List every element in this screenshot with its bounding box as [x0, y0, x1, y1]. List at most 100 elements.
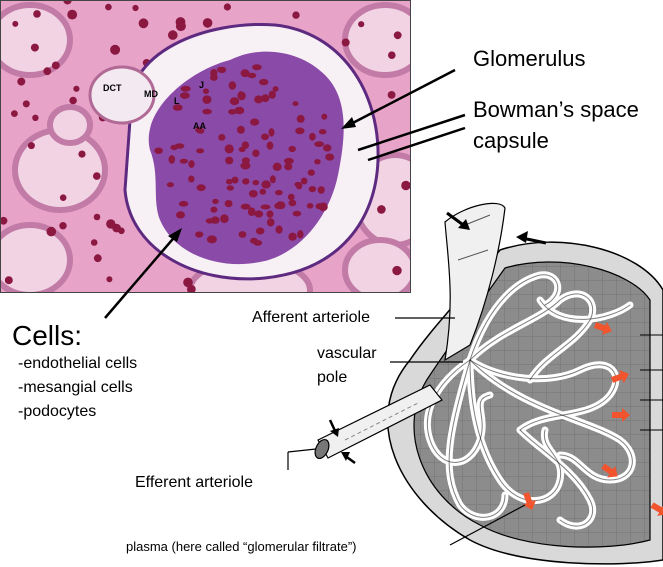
nucleus	[63, 0, 72, 5]
dct-lumen	[88, 65, 156, 125]
nucleus	[393, 31, 402, 40]
label-dct: DCT	[103, 83, 122, 93]
nucleus	[401, 180, 410, 191]
capillary-loop-edge	[469, 293, 594, 381]
nucleus	[196, 148, 205, 154]
nucleus	[255, 227, 265, 235]
plasma-leader	[449, 504, 526, 546]
nucleus	[51, 61, 60, 70]
capillary-loop-edge	[469, 359, 562, 502]
nucleus	[268, 90, 276, 99]
capillary-loop-edge	[469, 274, 559, 361]
nucleus	[254, 210, 264, 218]
nucleus	[69, 96, 77, 105]
nucleus	[306, 203, 314, 209]
nucleus	[180, 85, 191, 92]
nucleus	[268, 128, 275, 137]
nucleus	[30, 43, 39, 52]
nucleus	[226, 185, 234, 191]
plasma-label: plasma (here called “glomerular filtrate…	[126, 539, 357, 554]
nucleus	[27, 142, 35, 150]
capillary-loop-edge	[469, 359, 617, 431]
red-filtration-arrow	[650, 502, 663, 517]
nucleus	[292, 101, 299, 107]
capillary-loop-edge	[448, 359, 506, 518]
tubule	[342, 2, 410, 78]
nucleus	[217, 66, 223, 73]
label-md: MD	[144, 89, 158, 99]
capsule-label: capsule	[473, 128, 549, 153]
nucleus	[309, 132, 316, 141]
nucleus	[105, 3, 112, 11]
nucleus	[188, 175, 195, 183]
nucleus	[292, 210, 302, 217]
nucleus	[188, 160, 195, 168]
nucleus	[307, 169, 315, 176]
nucleus	[32, 114, 39, 122]
nucleus	[261, 180, 271, 189]
nucleus	[252, 149, 260, 157]
capillary-loop-edge	[469, 359, 633, 481]
nucleus	[295, 127, 305, 135]
nucleus	[266, 210, 274, 218]
nucleus	[0, 216, 8, 225]
nucleus	[240, 203, 251, 210]
nucleus	[241, 141, 250, 149]
nucleus	[325, 153, 335, 161]
nucleus	[300, 177, 308, 185]
red-filtration-arrow	[610, 370, 629, 384]
vascular-pole-label-2: pole	[317, 369, 348, 386]
glomerulus-arrowhead	[341, 117, 356, 129]
nucleus	[296, 114, 305, 123]
nucleus	[110, 44, 121, 55]
nucleus	[187, 284, 196, 292]
nucleus	[288, 145, 296, 153]
nucleus	[261, 133, 269, 141]
nucleus	[179, 158, 188, 164]
nucleus	[284, 162, 293, 171]
nucleus	[223, 3, 231, 11]
nucleus	[59, 194, 67, 201]
nucleus	[210, 216, 220, 224]
nucleus	[174, 143, 185, 149]
red-filtration-arrow	[522, 491, 536, 510]
nucleus	[203, 88, 209, 94]
nucleus	[234, 106, 245, 115]
nucleus	[225, 156, 234, 165]
nucleus	[176, 211, 185, 219]
nucleus	[248, 190, 258, 198]
red-filtration-arrow	[593, 321, 612, 335]
nucleus	[274, 202, 282, 209]
filtration-arrows	[522, 321, 663, 517]
nucleus	[252, 64, 262, 71]
afferent-arteriole-label: Afferent arteriole	[252, 309, 370, 326]
tubule	[0, 222, 73, 292]
nucleus	[259, 78, 269, 86]
nucleus	[252, 179, 260, 186]
kidney-micrograph	[0, 0, 410, 292]
glomerulus-pointer	[344, 68, 456, 129]
nucleus	[225, 178, 233, 185]
label-aa: AA	[193, 121, 206, 131]
nucleus	[202, 108, 212, 115]
nucleus	[168, 155, 176, 164]
nucleus	[323, 144, 332, 152]
nucleus	[272, 86, 279, 92]
nucleus	[12, 20, 19, 27]
glomerulus-label: Glomerulus	[473, 46, 586, 71]
nucleus	[317, 186, 325, 194]
nucleus	[218, 134, 226, 141]
nucleus	[210, 206, 218, 213]
nucleus	[240, 69, 250, 78]
cell-type-mesangial: -mesangial cells	[18, 379, 133, 396]
nucleus	[377, 205, 386, 214]
capillary-loop-edge	[539, 299, 631, 320]
nucleus	[210, 68, 218, 78]
cells-arrowhead	[168, 228, 182, 242]
nucleus	[308, 186, 317, 193]
nucleus	[238, 231, 247, 238]
red-filtration-arrow	[601, 463, 618, 478]
nucleus	[288, 199, 297, 207]
nucleus	[231, 176, 239, 184]
nucleus	[240, 162, 251, 170]
